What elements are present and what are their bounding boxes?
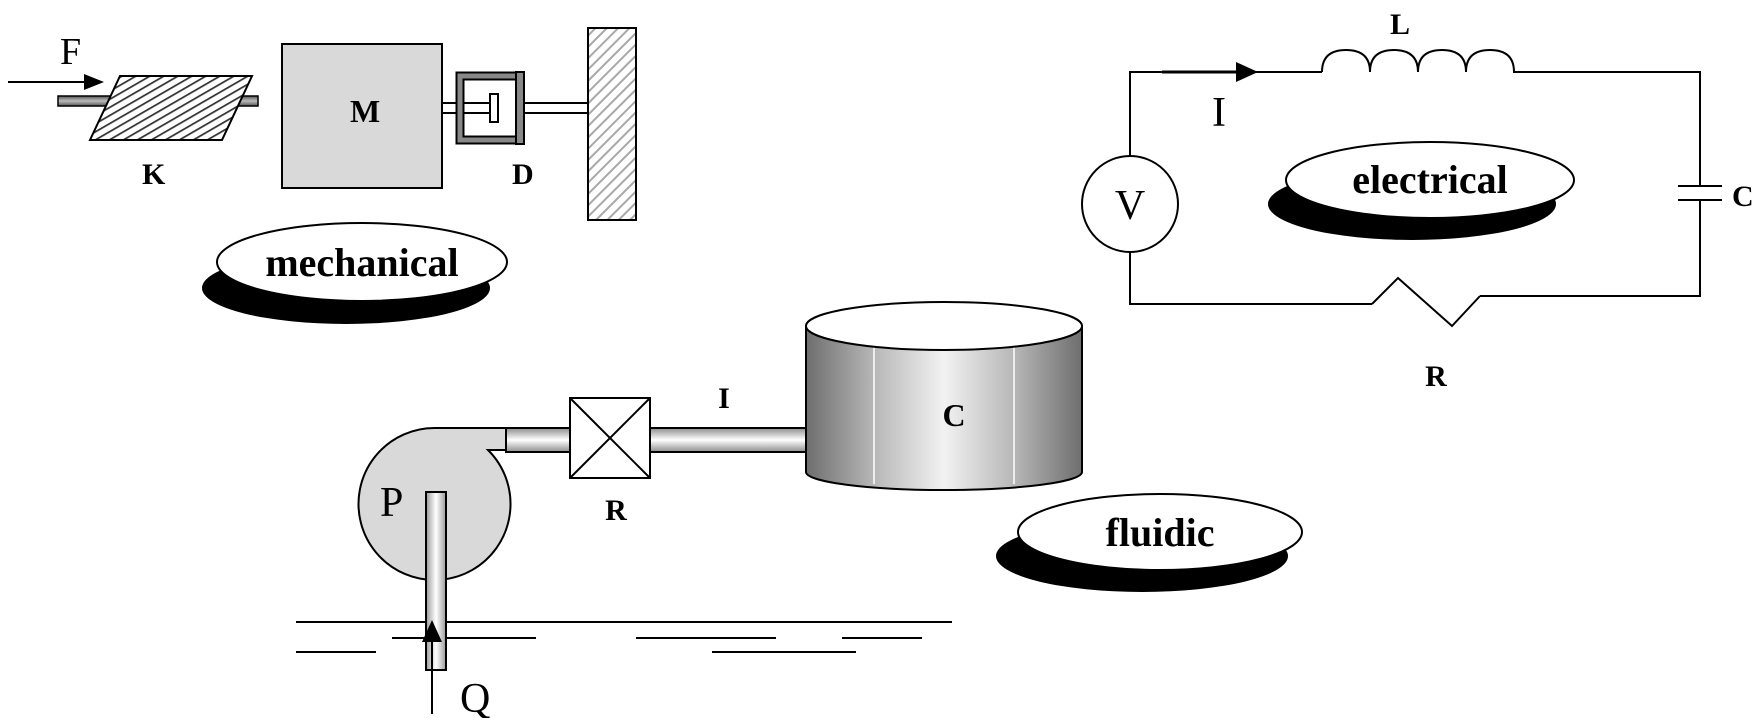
valve <box>569 397 651 479</box>
spring-label: K <box>142 158 166 191</box>
electrical-circuit: I L V C R electrical <box>1081 8 1754 393</box>
damper-label: D <box>512 158 534 191</box>
circuit-wire-left-top <box>1129 71 1322 156</box>
fixed-wall <box>587 27 637 221</box>
pump-label: P <box>380 480 403 526</box>
mechanical-system: F K M D mechanical <box>8 27 637 324</box>
water-surface <box>296 621 952 653</box>
current-arrow <box>1162 62 1258 82</box>
current-label: I <box>1212 90 1226 136</box>
capacitor-label: C <box>1732 180 1754 213</box>
tank <box>805 301 1083 491</box>
circuit-wire-right <box>1556 71 1701 186</box>
resistance-label: R <box>605 494 627 527</box>
capacitor <box>1678 185 1722 201</box>
inductor <box>1321 48 1556 73</box>
mass-label: M <box>350 93 380 129</box>
inductor-label: L <box>1390 8 1410 41</box>
fluidic-badge-label: fluidic <box>1106 510 1215 555</box>
outlet-pipe <box>505 427 571 453</box>
resistor-label: R <box>1425 360 1447 393</box>
damper <box>442 71 588 145</box>
electrical-badge: electrical <box>1268 141 1575 240</box>
mechanical-badge: mechanical <box>202 222 508 324</box>
intake-pipe <box>425 491 447 671</box>
capacitance-label: C <box>942 397 965 433</box>
mass-block <box>281 43 443 189</box>
fluidic-badge: fluidic <box>996 493 1303 592</box>
resistor <box>1371 276 1481 328</box>
circuit-wire-right-bottom <box>1480 200 1701 297</box>
force-label: F <box>60 31 81 73</box>
voltage-source <box>1081 155 1179 253</box>
source-label: V <box>1115 183 1145 229</box>
inertance-label: I <box>718 382 730 415</box>
electrical-badge-label: electrical <box>1352 157 1507 202</box>
flow-arrow <box>422 620 442 714</box>
inertance-pipe <box>649 427 807 453</box>
fluidic-system: P Q R I C <box>296 301 1303 718</box>
flow-label: Q <box>460 676 490 718</box>
mechanical-badge-label: mechanical <box>265 240 458 285</box>
spring-coil <box>88 75 254 141</box>
force-arrow <box>8 74 104 90</box>
circuit-wire-left-bottom <box>1129 252 1372 305</box>
